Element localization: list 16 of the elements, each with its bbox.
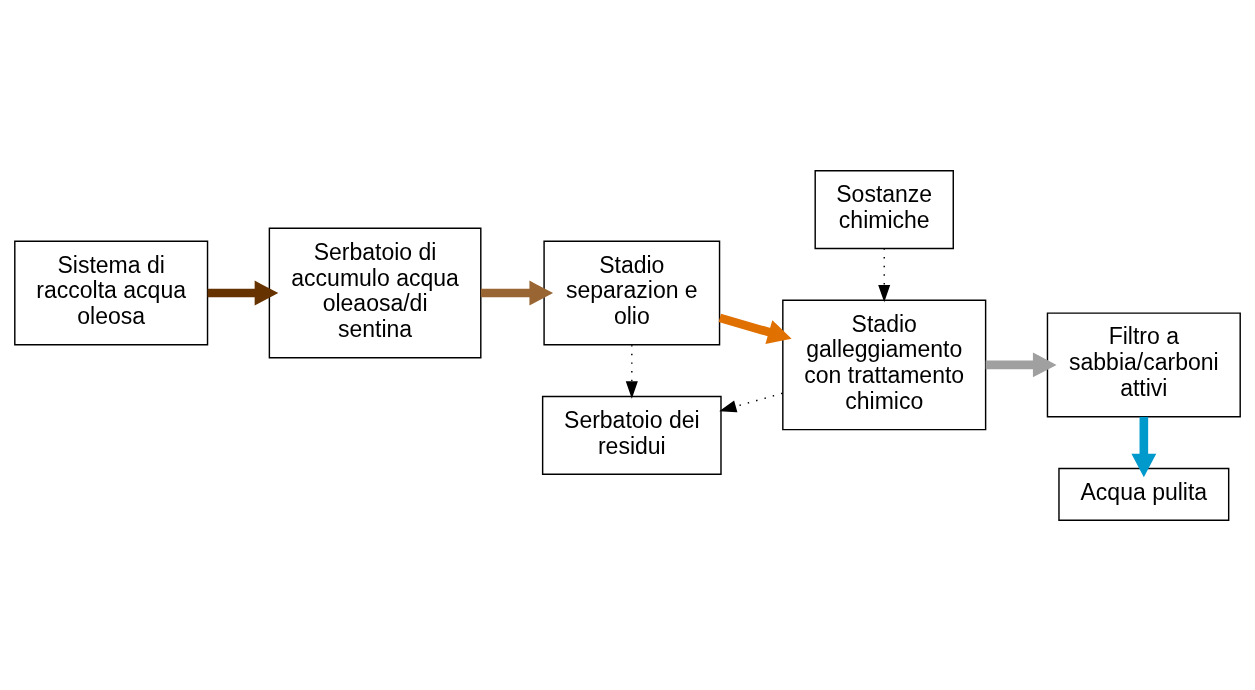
arrow [1131, 416, 1157, 477]
node-box: Stadio galleggiamento con trattamento chimico [782, 298, 987, 430]
node-box: Sistema di raccolta acqua oleosa [14, 240, 209, 345]
node-box: Acqua pulita [1058, 467, 1230, 521]
arrow [207, 280, 279, 305]
arrow [625, 343, 638, 399]
arrow [718, 313, 792, 344]
node-box: Sostanze chimiche [814, 169, 954, 249]
node-box: Stadio separazion e olio [543, 240, 721, 345]
node-box: Filtro a sabbia/carboni attivi [1046, 311, 1241, 417]
arrow [719, 392, 784, 412]
arrow [878, 247, 891, 302]
node-box: Serbatoio di accumulo acqua oleaosa/di sentina [268, 227, 482, 358]
arrow [985, 351, 1057, 377]
arrow [480, 280, 554, 305]
node-box: Serbatoio dei residui [541, 395, 722, 475]
